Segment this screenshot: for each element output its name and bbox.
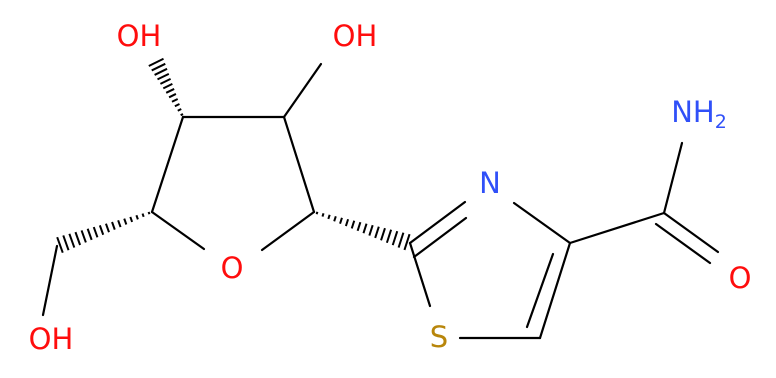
hash-stroke: [333, 215, 337, 222]
hash-stroke: [168, 93, 177, 99]
bond-c2t-n-inner: [412, 216, 468, 259]
bond-c4-c3: [150, 115, 185, 214]
thiazole-sulfur-label: S: [430, 320, 448, 354]
hash-stroke: [362, 223, 368, 234]
stereo-hash-c3-oh: [148, 57, 184, 117]
bond-n-c4t: [512, 201, 572, 245]
bond-c4t-camide: [568, 211, 666, 245]
hash-stroke: [171, 98, 179, 103]
bond-camide-o-second: [654, 222, 712, 265]
hash-stroke: [68, 233, 76, 248]
thiazole-nitrogen-label: N: [479, 166, 501, 200]
hash-stroke: [159, 77, 172, 85]
amide-nitrogen-label: NH2: [671, 95, 727, 133]
bond-o-c4: [150, 210, 206, 251]
hash-stroke: [403, 233, 411, 251]
hash-stroke: [374, 226, 380, 239]
amide-nh-text: NH: [671, 95, 715, 129]
stereo-hash-c4-ch2: [56, 211, 151, 254]
bond-c4t-c5t-inner: [525, 252, 555, 329]
hash-stroke: [180, 113, 184, 117]
hash-stroke: [380, 227, 386, 241]
hash-stroke: [315, 211, 319, 215]
bond-c2t-n: [408, 200, 467, 245]
bond-c2-c1: [282, 115, 316, 214]
hash-stroke: [148, 57, 164, 67]
hash-stroke: [165, 88, 175, 94]
ring-oxygen-label: O: [221, 251, 244, 285]
amide-subscript-2: 2: [715, 111, 727, 133]
hash-stroke: [56, 236, 64, 254]
hydroxyl-label-top-right: OH: [333, 19, 378, 53]
hash-stroke: [157, 72, 170, 81]
hash-stroke: [135, 214, 139, 220]
hash-stroke: [327, 214, 331, 220]
bond-c2-oh: [282, 62, 323, 119]
hash-stroke: [385, 229, 393, 244]
hash-stroke: [177, 108, 182, 112]
bond-ch2-oh: [41, 244, 59, 317]
hash-stroke: [339, 217, 343, 224]
hash-stroke: [147, 211, 151, 215]
hash-stroke: [356, 221, 362, 232]
bond-camide-o: [662, 211, 720, 254]
hydroxyl-label-top-left: OH: [117, 19, 162, 53]
hash-stroke: [117, 219, 122, 228]
hash-stroke: [368, 224, 374, 236]
hash-stroke: [391, 230, 399, 246]
hash-stroke: [162, 82, 173, 90]
hash-stroke: [111, 221, 116, 230]
hash-stroke: [62, 235, 70, 251]
hash-stroke: [151, 62, 166, 72]
bond-c1-o: [260, 210, 316, 252]
hash-stroke: [80, 230, 87, 243]
hash-stroke: [98, 225, 105, 236]
hash-stroke: [92, 226, 99, 238]
hash-stroke: [321, 212, 325, 217]
hash-stroke: [74, 231, 82, 246]
hash-stroke: [344, 218, 350, 227]
amide-oxygen-label: O: [729, 261, 752, 295]
hash-stroke: [397, 232, 405, 248]
hash-stroke: [154, 67, 168, 76]
bond-camide-n: [662, 141, 684, 215]
hash-stroke: [129, 216, 134, 223]
bond-s-c2t: [408, 241, 432, 308]
hash-stroke: [86, 228, 93, 241]
hash-stroke: [141, 213, 145, 218]
hash-stroke: [350, 220, 356, 229]
bond-c4t-c5t: [538, 241, 572, 340]
hash-stroke: [174, 103, 180, 108]
hash-stroke: [105, 223, 110, 233]
hash-stroke: [123, 218, 128, 225]
stereo-hash-c1-thiazole: [315, 211, 411, 251]
hydroxyl-label-bottom-left: OH: [29, 322, 74, 356]
